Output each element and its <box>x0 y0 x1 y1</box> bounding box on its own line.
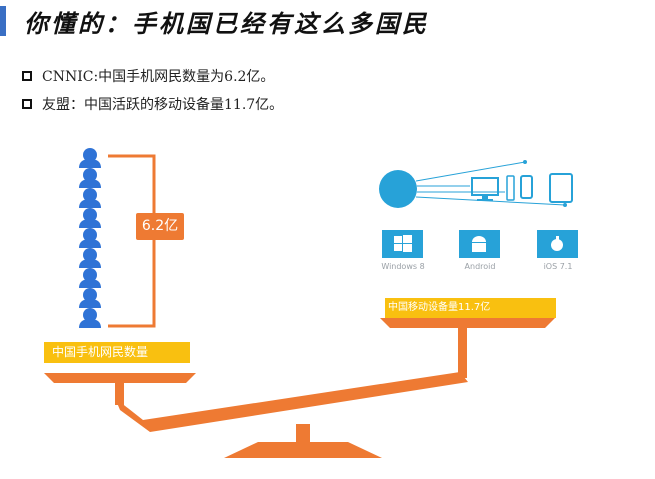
people-stack <box>79 148 101 328</box>
page-title: 你懂的：手机国已经有这么多国民 <box>24 9 429 38</box>
bracket-value-label: 6.2亿 <box>136 213 184 240</box>
right-pan-label: 中国移动设备量11.7亿 <box>385 298 556 318</box>
bullet-text: CNNIC:中国手机网民数量为6.2亿。 <box>42 69 275 85</box>
person-icon <box>79 268 101 288</box>
os-label-android: Android <box>464 262 496 271</box>
bullet-item: CNNIC:中国手机网民数量为6.2亿。 <box>22 62 283 90</box>
right-pan-post <box>458 328 467 378</box>
person-icon <box>79 288 101 308</box>
device-cluster <box>379 160 573 208</box>
bullet-item: 友盟：中国活跃的移动设备量11.7亿。 <box>22 90 283 118</box>
person-icon <box>79 148 101 168</box>
connection-dot <box>523 160 527 164</box>
bracket-line <box>108 154 156 328</box>
checkbox-icon <box>22 99 32 109</box>
device-hub-icon <box>379 170 417 208</box>
left-pan-post <box>115 383 124 405</box>
os-tile-android <box>459 230 500 258</box>
phone-icon <box>506 175 515 201</box>
balance-beam <box>115 372 468 432</box>
person-icon <box>79 228 101 248</box>
os-label-ios: iOS 7.1 <box>543 262 573 271</box>
person-icon <box>79 248 101 268</box>
connection-dot <box>563 203 567 207</box>
left-pan-label: 中国手机网民数量 <box>44 342 190 363</box>
handset-icon <box>520 175 533 199</box>
person-icon <box>79 308 101 328</box>
fulcrum-post <box>296 424 310 442</box>
monitor-icon <box>471 177 499 201</box>
person-icon <box>79 188 101 208</box>
os-label-windows: Windows 8 <box>381 262 425 271</box>
bullet-list: CNNIC:中国手机网民数量为6.2亿。 友盟：中国活跃的移动设备量11.7亿。 <box>22 62 283 118</box>
person-icon <box>79 168 101 188</box>
connection-line <box>415 161 526 182</box>
os-tile-ios <box>537 230 578 258</box>
right-pan <box>380 318 555 328</box>
title-accent-bar <box>0 6 6 36</box>
person-icon <box>79 208 101 228</box>
tablet-icon <box>549 173 573 203</box>
bullet-text: 友盟：中国活跃的移动设备量11.7亿。 <box>42 97 284 113</box>
left-pan <box>44 373 196 383</box>
checkbox-icon <box>22 71 32 81</box>
fulcrum-base <box>224 442 382 458</box>
os-tile-windows <box>382 230 423 258</box>
